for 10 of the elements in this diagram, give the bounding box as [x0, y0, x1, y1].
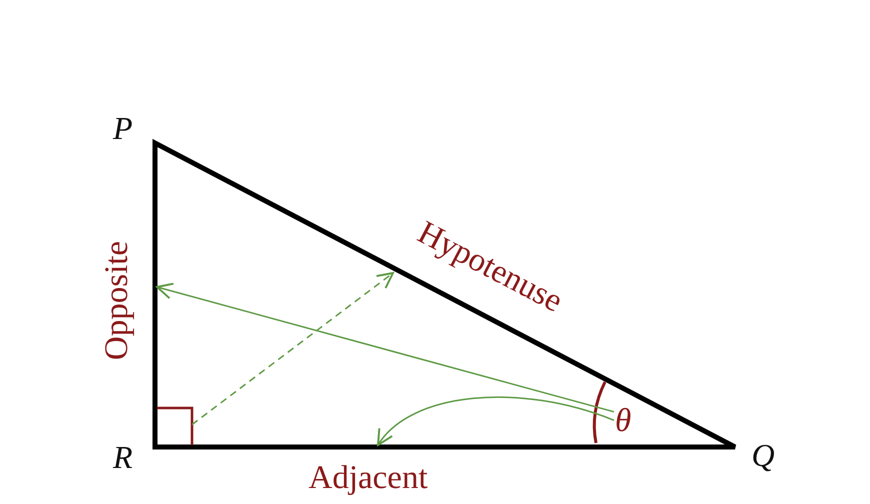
side-label: Opposite — [100, 240, 134, 360]
right-angle-mark — [157, 406, 194, 445]
angle-symbol: θ — [615, 404, 632, 438]
vertex-label: Q — [752, 439, 775, 471]
vertex-label: R — [113, 441, 133, 473]
arrow — [377, 396, 614, 446]
dashed-arrow — [192, 272, 394, 426]
side-label: Adjacent — [308, 462, 428, 494]
arrow — [156, 282, 614, 413]
vertex-label: P — [113, 112, 133, 144]
